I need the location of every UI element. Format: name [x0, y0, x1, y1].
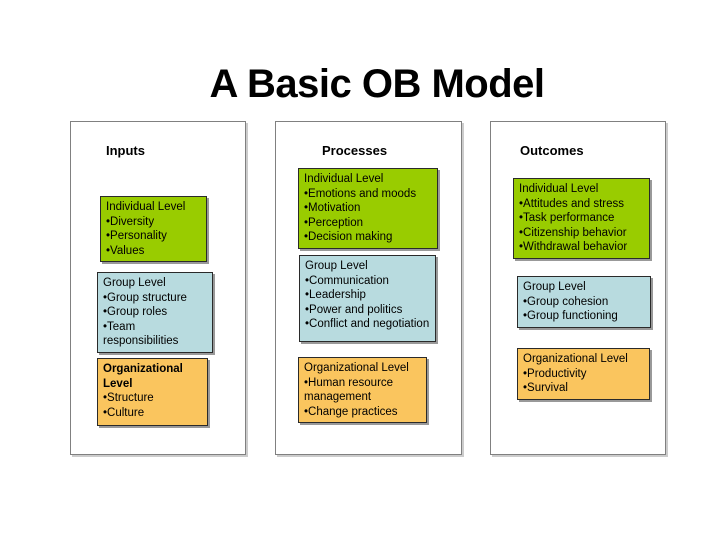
- bullet-item: Conflict and negotiation: [305, 317, 430, 332]
- bullet-item: Group functioning: [523, 309, 645, 324]
- bullet-item: Group roles: [103, 305, 207, 320]
- bullet-item: Change practices: [304, 405, 421, 420]
- level-box-title: Individual Level: [106, 201, 186, 213]
- bullet-item: Emotions and moods: [304, 187, 432, 202]
- bullet-item: Power and politics: [305, 303, 430, 318]
- processes-header: Processes: [322, 143, 388, 158]
- level-box-title: Group Level: [103, 277, 166, 289]
- bullet-item: Productivity: [523, 367, 644, 382]
- bullet-item: Motivation: [304, 201, 432, 216]
- slide-title: A Basic OB Model: [209, 62, 545, 106]
- bullet-item: Withdrawal behavior: [519, 240, 644, 255]
- bullet-item: Group cohesion: [523, 295, 645, 310]
- organizational-level-box: Organizational Level Structure Culture: [97, 358, 208, 426]
- bullet-item: Values: [106, 244, 201, 259]
- bullet-item: Diversity: [106, 215, 201, 230]
- bullet-item: Attitudes and stress: [519, 197, 644, 212]
- bullet-item: Human resource management: [304, 376, 421, 405]
- bullet-item: Survival: [523, 381, 644, 396]
- bullet-item: Personality: [106, 229, 201, 244]
- bullet-item: Communication: [305, 274, 430, 289]
- level-box-title: Organizational Level: [523, 353, 628, 365]
- level-box-title: Individual Level: [304, 173, 384, 185]
- individual-level-box: Individual Level Emotions and moods Moti…: [298, 168, 438, 249]
- level-box-title: Organizational Level: [304, 362, 409, 374]
- outcomes-header: Outcomes: [520, 143, 584, 158]
- individual-level-box: Individual Level Attitudes and stress Ta…: [513, 178, 650, 259]
- bullet-item: Leadership: [305, 288, 430, 303]
- group-level-box: Group Level Group structure Group roles …: [97, 272, 213, 353]
- organizational-level-box: Organizational Level Human resource mana…: [298, 357, 427, 423]
- group-level-box: Group Level Communication Leadership Pow…: [299, 255, 436, 342]
- bullet-item: Task performance: [519, 211, 644, 226]
- bullet-item: Team responsibilities: [103, 320, 207, 349]
- organizational-level-box: Organizational Level Productivity Surviv…: [517, 348, 650, 400]
- individual-level-box: Individual Level Diversity Personality V…: [100, 196, 207, 262]
- bullet-item: Structure: [103, 391, 202, 406]
- bullet-item: Citizenship behavior: [519, 226, 644, 241]
- level-box-title: Group Level: [523, 281, 586, 293]
- bullet-item: Culture: [103, 406, 202, 421]
- bullet-item: Decision making: [304, 230, 432, 245]
- bullet-item: Perception: [304, 216, 432, 231]
- group-level-box: Group Level Group cohesion Group functio…: [517, 276, 651, 328]
- inputs-header: Inputs: [106, 143, 145, 158]
- level-box-title: Organizational Level: [103, 363, 183, 390]
- bullet-item: Group structure: [103, 291, 207, 306]
- level-box-title: Group Level: [305, 260, 368, 272]
- level-box-title: Individual Level: [519, 183, 599, 195]
